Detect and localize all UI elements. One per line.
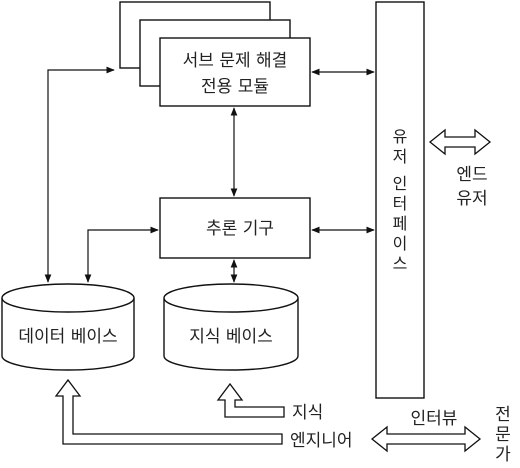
engineer-label: 엔지니어 (290, 431, 353, 451)
inference-engine-label: 추론 기구 (206, 219, 274, 239)
engineer-input-arrow (54, 378, 283, 445)
knowledge-label: 지식 (292, 403, 323, 423)
expert-label-char: 가 (495, 445, 511, 465)
database-cylinder (1, 283, 135, 371)
submodule-front-box (159, 37, 311, 107)
database-submodule-arrow (44, 66, 115, 283)
expert-label-char: 문 (495, 425, 511, 445)
end-user-double-arrow (428, 128, 492, 156)
knowledge-input-arrow (216, 382, 285, 418)
database-inference-arrow (84, 226, 159, 283)
submodule-label-line1: 서브 문제 해결 (183, 51, 288, 71)
user-interface-box (375, 1, 425, 399)
submodule-label-line2: 전용 모듈 (201, 77, 269, 97)
user-interface-char: 터 (393, 194, 408, 213)
inference-engine-box (159, 197, 311, 259)
user-interface-char: 인 (393, 174, 408, 193)
user-interface-char: 저 (393, 147, 408, 166)
knowledge-base-cylinder (163, 283, 299, 371)
interview-double-arrow (370, 425, 482, 453)
user-interface-char: 스 (393, 254, 408, 273)
user-interface-char: 이 (393, 234, 408, 253)
end-user-label-line2: 유저 (456, 189, 487, 209)
user-interface-label: 유 저 인 터 페 이 스 (393, 127, 408, 273)
end-user-label-line1: 엔드 (456, 165, 487, 185)
user-interface-char: 페 (393, 214, 408, 233)
user-interface-char: 유 (393, 127, 408, 146)
interview-label: 인터뷰 (411, 409, 458, 429)
knowledge-base-label: 지식 베이스 (189, 327, 273, 347)
expert-label-char: 전 (495, 405, 511, 425)
database-label: 데이터 베이스 (18, 327, 117, 347)
